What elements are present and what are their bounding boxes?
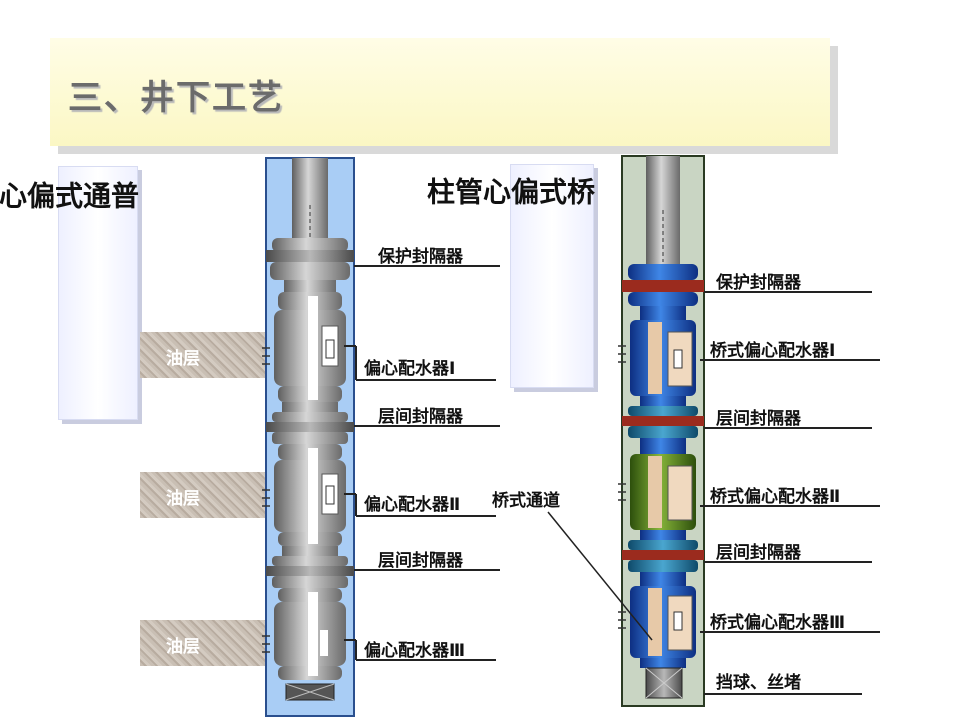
left-bottom-plug (285, 683, 335, 701)
left-label-char: 通 (79, 181, 112, 209)
oil-layer-1: 油层 (140, 332, 270, 378)
right-label-char: 式 (535, 177, 568, 205)
right-column-label: 桥 式 偏 心 管 柱 (423, 164, 596, 388)
left-eccentric-distributor-3 (274, 588, 346, 680)
oil-layer-2: 油层 (140, 472, 270, 518)
left-eccentric-3-label: 偏心配水器Ⅲ (364, 641, 466, 661)
left-protect-packer-label: 保护封隔器 (378, 247, 463, 267)
left-eccentric-distributor-2 (274, 444, 346, 546)
left-packer-1-label: 层间封隔器 (378, 407, 463, 427)
oil-layer-label: 油层 (166, 489, 200, 509)
right-label-char: 柱 (423, 177, 456, 205)
page-title: 三、井下工艺 (68, 78, 284, 118)
right-label-char: 偏 (507, 177, 540, 205)
left-callout-lines (344, 265, 500, 661)
left-label-char: 心 (0, 181, 28, 209)
right-plug-label: 挡球、丝堵 (716, 673, 801, 693)
bridge-channel-pointer (547, 511, 653, 641)
right-label-char: 管 (451, 177, 484, 205)
left-label-char: 偏 (23, 181, 56, 209)
right-interlayer-packer-2 (622, 540, 704, 586)
left-packer-2-label: 层间封隔器 (378, 551, 463, 571)
left-eccentric-distributor-1 (274, 292, 346, 402)
left-interlayer-packer-1 (266, 402, 354, 444)
right-packer-2-label: 层间封隔器 (716, 543, 801, 563)
right-bridge-distributor-1 (630, 320, 696, 406)
left-eccentric-2-label: 偏心配水器Ⅱ (364, 495, 461, 515)
left-label-char: 式 (51, 181, 84, 209)
right-ball-seat-plug (645, 667, 683, 699)
right-bridge-distributor-3 (630, 586, 696, 668)
bridge-channel-label: 桥式通道 (492, 491, 560, 511)
right-packer-1-label: 层间封隔器 (716, 409, 801, 429)
left-eccentric-1-label: 偏心配水器Ⅰ (364, 359, 456, 379)
right-label-char: 心 (479, 177, 512, 205)
right-interlayer-packer-1 (622, 406, 704, 454)
oil-layer-label: 油层 (166, 349, 200, 369)
right-protect-packer (622, 264, 704, 320)
oil-layer-3: 油层 (140, 620, 270, 666)
oil-layer-label: 油层 (166, 637, 200, 657)
right-bridge-distributor-2 (630, 454, 696, 540)
left-interlayer-packer-2 (266, 546, 354, 588)
left-label-char: 普 (107, 181, 140, 209)
left-protect-packer (266, 238, 354, 294)
title-banner (50, 38, 830, 146)
right-bridge-2-label: 桥式偏心配水器Ⅱ (710, 487, 841, 507)
right-protect-packer-label: 保护封隔器 (716, 273, 801, 293)
right-callout-lines (700, 291, 880, 695)
right-bridge-3-label: 桥式偏心配水器Ⅲ (710, 613, 846, 633)
right-bridge-1-label: 桥式偏心配水器Ⅰ (710, 341, 836, 361)
right-label-char: 桥 (563, 177, 596, 205)
left-column-label: 普 通 式 偏 心 管 柱 (0, 166, 140, 420)
